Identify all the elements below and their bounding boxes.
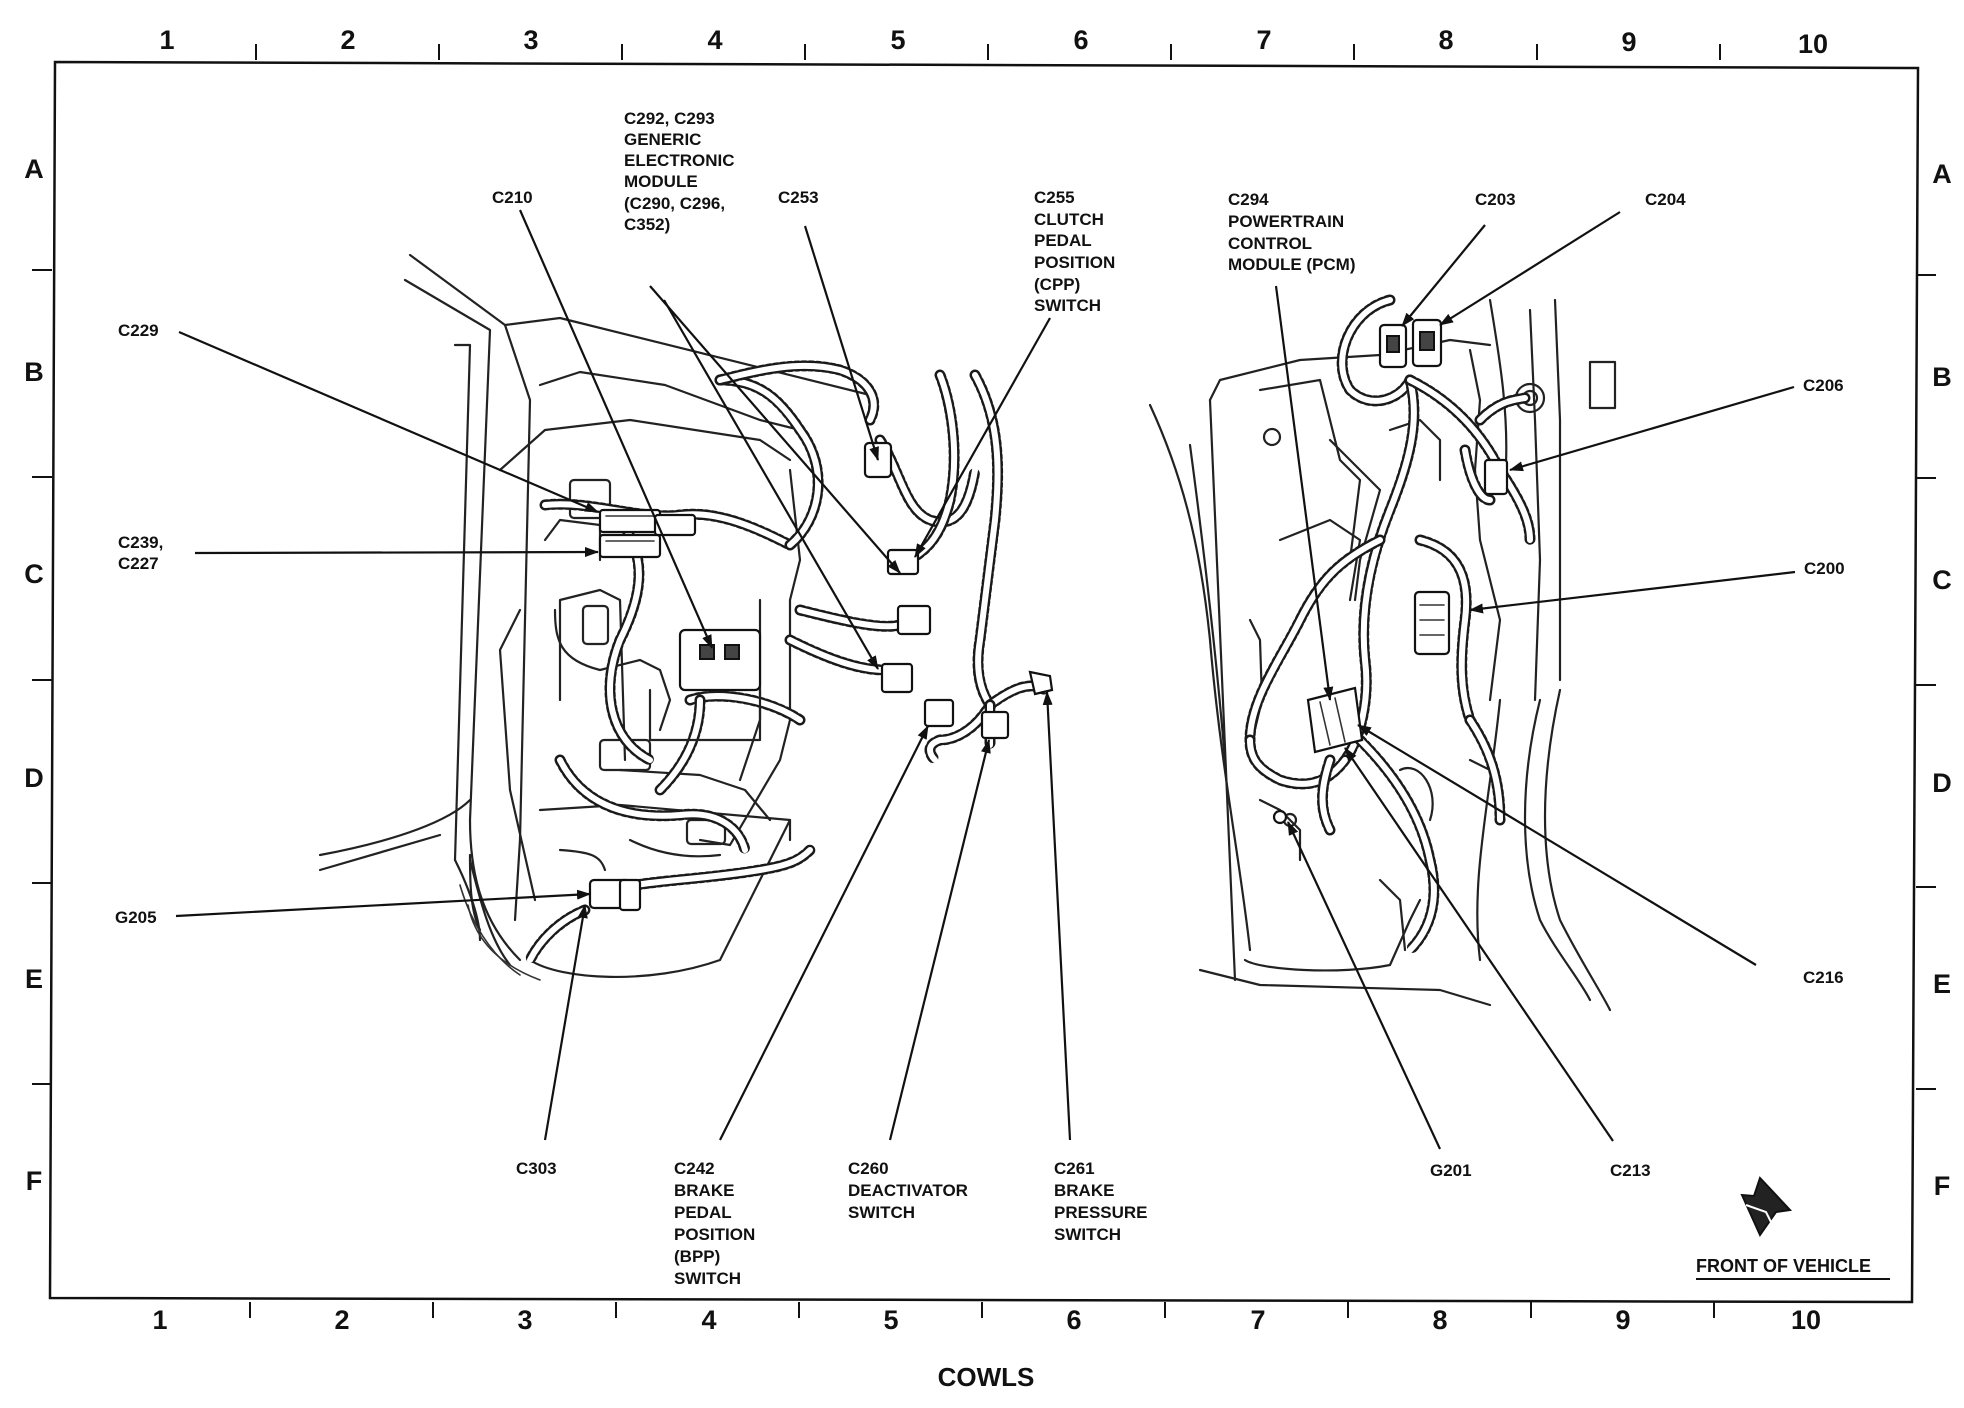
- callout-c253: C253: [778, 188, 819, 207]
- row-label: C: [1932, 565, 1952, 595]
- col-label: 5: [890, 25, 905, 55]
- grid-row-labels-right: A B C D E F: [1932, 159, 1952, 1201]
- callout-c260-deactivator-switch: C260 DEACTIVATOR SWITCH: [848, 1159, 973, 1222]
- callout-c200: C200: [1804, 559, 1845, 578]
- callout-c204: C204: [1645, 190, 1686, 209]
- col-label: 3: [517, 1305, 532, 1335]
- callout-c261-brake-pressure-switch: C261 BRAKE PRESSURE SWITCH: [1054, 1159, 1152, 1244]
- row-label: B: [24, 357, 44, 387]
- callout-c213: C213: [1610, 1161, 1651, 1180]
- col-label: 5: [883, 1305, 898, 1335]
- row-label: C: [24, 559, 44, 589]
- callout-c210: C210: [492, 188, 533, 207]
- col-label: 3: [523, 25, 538, 55]
- diagram-caption: COWLS: [938, 1362, 1035, 1392]
- row-label: D: [24, 763, 44, 793]
- diagram-frame: [48, 60, 1920, 1304]
- row-label: F: [26, 1166, 43, 1196]
- row-label: E: [1933, 969, 1951, 999]
- col-label: 8: [1432, 1305, 1447, 1335]
- callout-labels: C229 C239, C227 G205 C210 C292, C293 GEN…: [115, 109, 1845, 1288]
- grid-column-labels-top: 1 2 3 4 5 6 7 8 9 10: [159, 25, 1828, 59]
- col-label: 7: [1250, 1305, 1265, 1335]
- col-label: 7: [1256, 25, 1271, 55]
- col-label: 2: [340, 25, 355, 55]
- col-label: 8: [1438, 25, 1453, 55]
- col-label: 10: [1798, 29, 1828, 59]
- col-label: 1: [159, 25, 174, 55]
- callout-c303: C303: [516, 1159, 557, 1178]
- row-label: E: [25, 964, 43, 994]
- callout-c239-c227: C239, C227: [118, 533, 168, 573]
- row-label: B: [1932, 362, 1952, 392]
- col-label: 9: [1621, 27, 1636, 57]
- col-label: 6: [1073, 25, 1088, 55]
- callout-c203: C203: [1475, 190, 1516, 209]
- left-cowl-illustration: [318, 253, 1054, 981]
- col-label: 2: [334, 1305, 349, 1335]
- row-label: D: [1932, 768, 1952, 798]
- right-cowl-illustration: [1148, 294, 1617, 1012]
- callout-g201: G201: [1430, 1161, 1472, 1180]
- callout-g205: G205: [115, 908, 157, 927]
- grid-ticks: [32, 44, 1936, 1318]
- callout-c255-clutch-pedal-position-switch: C255 CLUTCH PEDAL POSITION (CPP) SWITCH: [1034, 188, 1120, 315]
- grid-column-labels-bottom: 1 2 3 4 5 6 7 8 9 10: [152, 1305, 1821, 1335]
- col-label: 4: [701, 1305, 716, 1335]
- callout-c292-generic-electronic-module: C292, C293 GENERIC ELECTRONIC MODULE (C2…: [624, 109, 739, 234]
- row-label: A: [1932, 159, 1952, 189]
- front-of-vehicle-label: FRONT OF VEHICLE: [1696, 1256, 1871, 1276]
- col-label: 6: [1066, 1305, 1081, 1335]
- col-label: 10: [1791, 1305, 1821, 1335]
- col-label: 1: [152, 1305, 167, 1335]
- callout-c206: C206: [1803, 376, 1844, 395]
- front-arrow-icon: [1740, 1176, 1793, 1238]
- col-label: 9: [1615, 1305, 1630, 1335]
- row-label: F: [1934, 1171, 1951, 1201]
- row-label: A: [24, 154, 44, 184]
- callout-c294-powertrain-control-module: C294 POWERTRAIN CONTROL MODULE (PCM): [1228, 190, 1355, 274]
- callout-c229: C229: [118, 321, 159, 340]
- col-label: 4: [707, 25, 722, 55]
- callout-c242-brake-pedal-position-switch: C242 BRAKE PEDAL POSITION (BPP) SWITCH: [674, 1159, 760, 1288]
- grid-row-labels-left: A B C D E F: [24, 154, 44, 1196]
- front-of-vehicle-indicator: FRONT OF VEHICLE: [1696, 1176, 1890, 1280]
- callout-c216: C216: [1803, 968, 1844, 987]
- leader-lines: [175, 209, 1796, 1150]
